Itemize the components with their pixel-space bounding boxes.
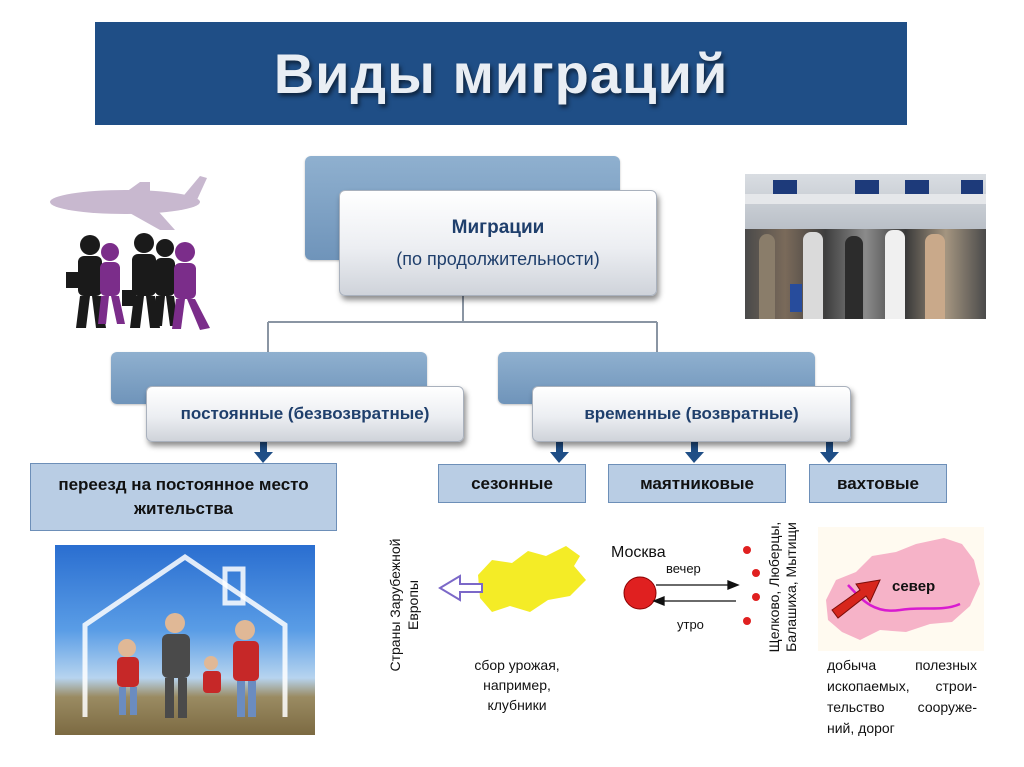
shift-caption-line-4: ний, дорог	[827, 720, 895, 736]
suburb-dots	[743, 546, 760, 625]
leaf-seasonal-label: сезонные	[471, 473, 553, 493]
permanent-label: постоянные (безвозвратные)	[180, 404, 430, 423]
arrow-to-moscow-icon	[652, 596, 736, 606]
arrow-north-icon	[831, 579, 881, 619]
family-house-photo	[55, 545, 315, 735]
shift-caption-line-1: добыча полезных	[827, 657, 977, 673]
root-node: Миграции (по продолжительности)	[339, 190, 657, 296]
leaf-relocation-label: переезд на постоянное место жительства	[58, 475, 309, 518]
moscow-label: Москва	[611, 544, 666, 561]
arrow-west-icon	[438, 574, 483, 602]
seasonal-caption-line-3: клубники	[487, 697, 547, 713]
leaf-pendulum: маятниковые	[608, 464, 786, 503]
evening-label: вечер	[666, 561, 701, 576]
root-subtitle: (по продолжительности)	[396, 248, 600, 269]
leaf-shift-label: вахтовые	[836, 473, 920, 493]
shift-caption-line-2: ископаемых, строи-	[827, 678, 977, 694]
arrow-to-seasonal	[550, 441, 569, 463]
leaf-relocation: переезд на постоянное место жительства	[30, 463, 337, 531]
arrow-to-suburbs-icon	[656, 580, 740, 590]
leaf-pendulum-label: маятниковые	[640, 473, 754, 493]
title-banner: Виды миграций	[95, 22, 907, 125]
north-label: север	[892, 578, 936, 595]
airport-photo	[745, 174, 986, 319]
airplane-icon	[50, 176, 207, 230]
arrow-to-shift	[820, 441, 839, 463]
permanent-node: постоянные (безвозвратные)	[146, 386, 464, 442]
root-title: Миграции	[451, 216, 545, 238]
leaf-seasonal: сезонные	[438, 464, 586, 503]
seasonal-caption-line-1: сбор урожая,	[474, 657, 560, 673]
arrow-to-relocation	[254, 441, 273, 463]
morning-label: утро	[677, 617, 704, 632]
leaf-shift: вахтовые	[809, 464, 947, 503]
arrow-to-pendulum	[685, 441, 704, 463]
seasonal-caption-line-2: например,	[483, 677, 551, 693]
russia-map-pink	[826, 538, 980, 640]
russia-map-yellow	[478, 546, 586, 612]
page-title: Виды миграций	[273, 42, 729, 105]
temporary-node: временные (возвратные)	[532, 386, 851, 442]
seasonal-caption: сбор урожая, например, клубники	[452, 655, 582, 715]
shift-caption-line-3: тельство сооруже-	[827, 699, 977, 715]
people-silhouettes-icon	[66, 233, 210, 330]
temporary-label: временные (возвратные)	[584, 404, 799, 423]
shift-caption: добыча полезных ископаемых, строи- тельс…	[827, 655, 977, 739]
moscow-dot	[623, 576, 657, 610]
